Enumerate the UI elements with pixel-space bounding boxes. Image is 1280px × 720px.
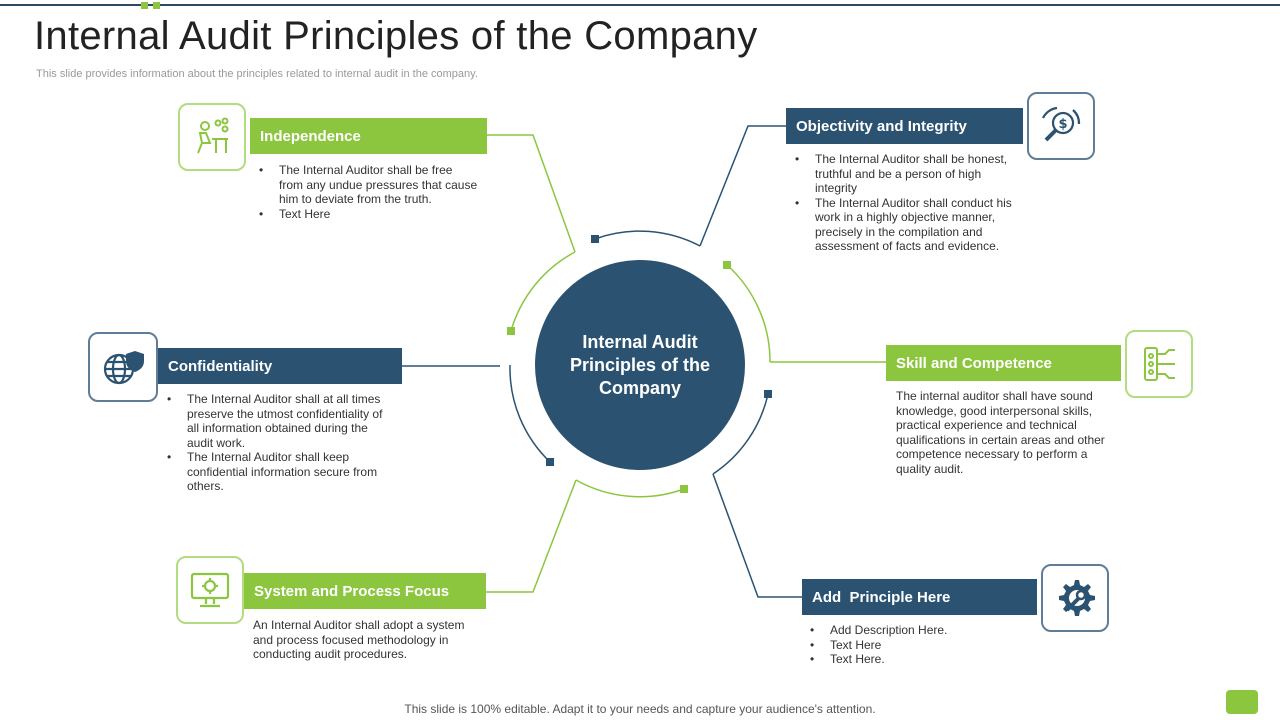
- wrench-gear-icon: [1059, 580, 1095, 616]
- corner-tab: [1226, 690, 1258, 714]
- add-principle-description: Add Description Here. Text Here Text Her…: [810, 623, 1020, 667]
- slide-title: Internal Audit Principles of the Company: [34, 14, 758, 58]
- ring-arc: [712, 393, 769, 475]
- ring-dot: [680, 485, 688, 493]
- objectivity-banner: Objectivity and Integrity: [786, 108, 1023, 144]
- independence-description: The Internal Auditor shall be free from …: [259, 163, 479, 221]
- slide-footer: This slide is 100% editable. Adapt it to…: [404, 702, 876, 716]
- skill-text: The internal auditor shall have sound kn…: [896, 389, 1105, 476]
- leader-objectivity: [699, 125, 786, 247]
- system-icon-box: [176, 556, 244, 624]
- list-item: Text Here: [259, 207, 479, 222]
- circuit-icon: [1144, 347, 1175, 381]
- globe-shield-icon: [103, 351, 144, 385]
- leader-system: [486, 479, 577, 593]
- ring-arc: [509, 364, 551, 463]
- ring-dot: [723, 261, 731, 269]
- top-accent-dot: [141, 2, 148, 9]
- monitor-gear-icon: [190, 572, 230, 608]
- center-circle: Internal Audit Principles of the Company: [535, 260, 745, 470]
- system-text: An Internal Auditor shall adopt a system…: [253, 618, 465, 661]
- dollar-magnifier-icon: $: [1042, 106, 1081, 142]
- list-item: The Internal Auditor shall keep confiden…: [167, 450, 392, 494]
- svg-text:$: $: [1058, 117, 1067, 132]
- list-item: The Internal Auditor shall be honest, tr…: [795, 152, 1020, 196]
- ring-arc: [575, 479, 685, 498]
- leader-independence: [487, 134, 576, 253]
- ring-arc: [726, 264, 771, 363]
- objectivity-icon-box: $: [1027, 92, 1095, 160]
- ring-dot: [546, 458, 554, 466]
- objectivity-description: The Internal Auditor shall be honest, tr…: [795, 152, 1020, 254]
- leader-add: [712, 473, 802, 598]
- person-at-desk-icon: [197, 117, 229, 154]
- independence-icon-box: [178, 103, 246, 171]
- independence-banner: Independence: [250, 118, 487, 154]
- ring-arc: [510, 251, 576, 332]
- list-item: Text Here.: [810, 652, 1020, 667]
- ring-dot: [591, 235, 599, 243]
- top-rule: [0, 4, 1280, 6]
- system-description: An Internal Auditor shall adopt a system…: [253, 618, 478, 662]
- list-item: The Internal Auditor shall be free from …: [259, 163, 479, 207]
- list-item: The Internal Auditor shall conduct his w…: [795, 196, 1020, 254]
- system-banner: System and Process Focus: [244, 573, 486, 609]
- skill-banner: Skill and Competence: [886, 345, 1121, 381]
- confidentiality-banner: Confidentiality: [158, 348, 402, 384]
- skill-description: The internal auditor shall have sound kn…: [896, 389, 1114, 476]
- list-item: Add Description Here.: [810, 623, 1020, 638]
- list-item: The Internal Auditor shall at all times …: [167, 392, 392, 450]
- ring-arc: [594, 230, 701, 247]
- slide-subtitle: This slide provides information about th…: [36, 68, 478, 80]
- skill-icon-box: [1125, 330, 1193, 398]
- ring-dot: [507, 327, 515, 335]
- add-principle-title: Add Principle Here: [812, 588, 951, 606]
- add-principle-banner: Add Principle Here: [802, 579, 1037, 615]
- confidentiality-description: The Internal Auditor shall at all times …: [167, 392, 392, 494]
- confidentiality-icon-box: [88, 332, 158, 402]
- ring-dot: [764, 390, 772, 398]
- top-accent-dot: [153, 2, 160, 9]
- list-item: Text Here: [810, 638, 1020, 653]
- add-principle-icon-box: [1041, 564, 1109, 632]
